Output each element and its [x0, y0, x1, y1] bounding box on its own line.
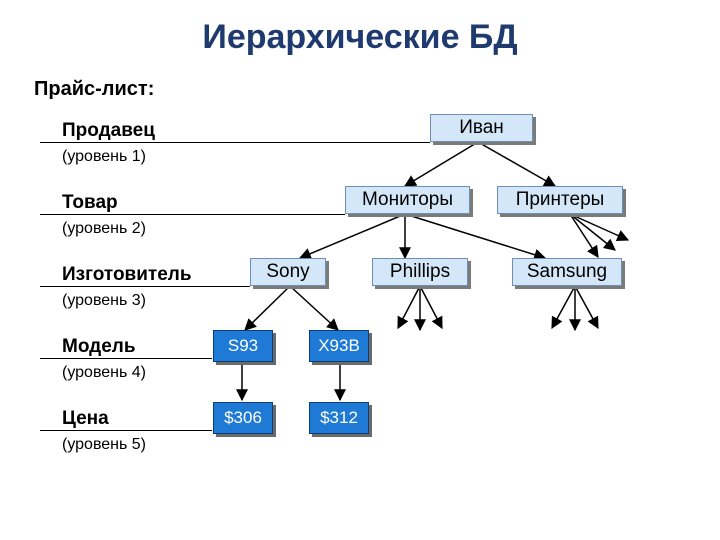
- node-printers: Принтеры: [497, 186, 623, 214]
- node-sony: Sony: [250, 258, 326, 286]
- level-3-name: Изготовитель: [62, 264, 192, 285]
- level-5-rule: [40, 430, 212, 431]
- node-model-x93b: X93B: [309, 330, 369, 362]
- node-price-s93: $306: [213, 402, 273, 434]
- level-2-name: Товар: [62, 192, 118, 213]
- level-4-rule: [40, 358, 212, 359]
- node-samsung: Samsung: [512, 258, 622, 286]
- level-5-name: Цена: [62, 408, 109, 429]
- level-2-rule: [40, 214, 345, 215]
- level-4-name: Модель: [62, 336, 136, 357]
- level-3-number: (уровень 3): [62, 292, 147, 309]
- node-seller: Иван: [430, 114, 533, 142]
- level-4-number: (уровень 4): [62, 364, 147, 381]
- node-phillips: Phillips: [372, 258, 468, 286]
- level-1-number: (уровень 1): [62, 148, 147, 165]
- level-5-number: (уровень 5): [62, 436, 147, 453]
- node-model-s93: S93: [213, 330, 273, 362]
- node-monitors: Мониторы: [345, 186, 470, 214]
- level-3-rule: [40, 286, 250, 287]
- level-1-name: Продавец: [62, 120, 155, 141]
- level-2-number: (уровень 2): [62, 220, 147, 237]
- price-list-label: Прайс-лист:: [34, 78, 155, 100]
- page-title: Иерархические БД: [202, 18, 518, 56]
- level-1-rule: [40, 142, 430, 143]
- node-price-x93b: $312: [309, 402, 369, 434]
